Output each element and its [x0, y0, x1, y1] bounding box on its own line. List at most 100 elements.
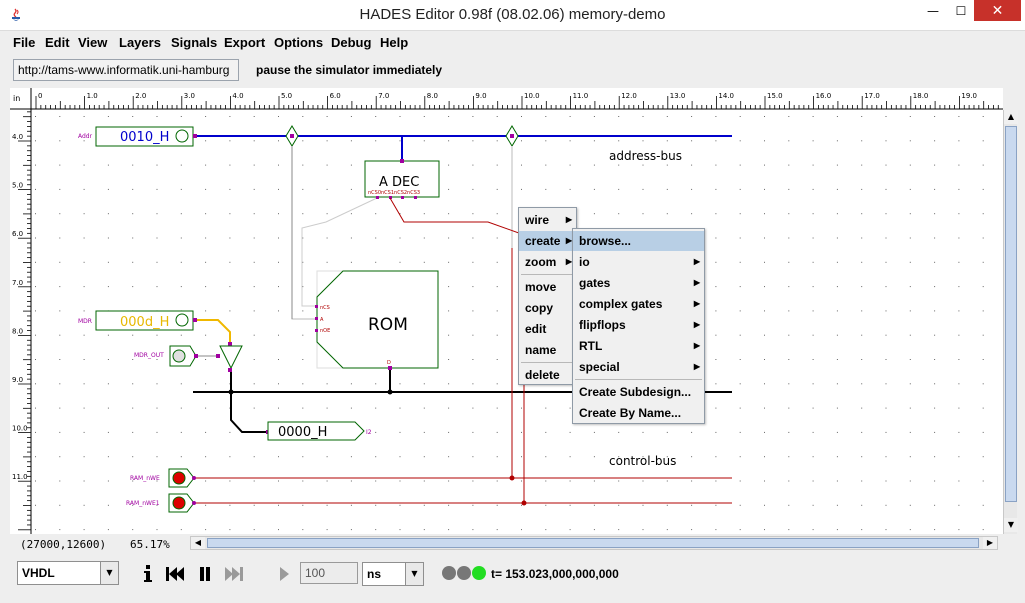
- context-item-create-label: create: [525, 234, 561, 248]
- close-button[interactable]: ✕: [974, 0, 1021, 21]
- mdr-label: MDR: [78, 318, 92, 325]
- context-item-delete[interactable]: delete: [525, 368, 560, 382]
- mdr-value: 000d_H: [120, 315, 169, 330]
- menu-export[interactable]: Export: [224, 35, 266, 50]
- ram-nwe1-switch[interactable]: RAM_nWE1: [126, 493, 196, 513]
- url-field[interactable]: http://tams-www.informatik.uni-hamburg: [13, 59, 239, 81]
- scroll-down-icon[interactable]: ▼: [1004, 518, 1018, 532]
- scroll-up-icon[interactable]: ▲: [1004, 110, 1018, 124]
- create-item-io[interactable]: io▶: [573, 252, 704, 272]
- minimize-button[interactable]: —: [927, 3, 939, 18]
- horizontal-scrollbar[interactable]: ◀ ▶: [190, 536, 998, 550]
- zoom-level: 65.17%: [130, 538, 170, 551]
- menu-layers[interactable]: Layers: [119, 35, 161, 50]
- top-ruler-label: 6.0: [330, 92, 341, 100]
- context-item-edit[interactable]: edit: [525, 322, 547, 336]
- addr-input-switch[interactable]: Addr 0010_H: [78, 126, 197, 147]
- mdr-wire[interactable]: [197, 319, 231, 344]
- left-ruler-label: 6.0: [12, 230, 23, 238]
- output-pin-label: I2: [366, 429, 372, 436]
- cursor-coords: (27000,12600): [20, 538, 107, 551]
- info-icon[interactable]: [138, 564, 158, 584]
- create-item-browse[interactable]: browse...: [573, 231, 704, 251]
- hint-text: pause the simulator immediately: [256, 63, 443, 77]
- create-item-special[interactable]: special▶: [573, 357, 704, 377]
- chevron-down-icon[interactable]: ▼: [405, 563, 423, 585]
- menu-signals[interactable]: Signals: [171, 35, 218, 50]
- create-item-complex-gates[interactable]: complex gates▶: [573, 294, 704, 314]
- top-ruler-label: 10.0: [524, 92, 540, 100]
- context-item-wire-label: wire: [525, 213, 550, 227]
- adec-label: A DEC: [379, 175, 419, 190]
- menu-separator: [575, 379, 702, 380]
- fast-forward-icon[interactable]: [224, 564, 244, 584]
- create-item-subdesign[interactable]: Create Subdesign...: [579, 385, 692, 399]
- display-wire[interactable]: [230, 392, 266, 433]
- mdr-input-switch[interactable]: MDR 000d_H: [78, 310, 197, 331]
- adec-cs-wire[interactable]: [389, 197, 531, 248]
- context-item-move[interactable]: move: [525, 280, 557, 294]
- create-item-rtl[interactable]: RTL▶: [573, 336, 704, 356]
- mdr-out-switch[interactable]: MDR_OUT: [134, 345, 198, 367]
- context-item-copy[interactable]: copy: [525, 301, 554, 315]
- context-item-name[interactable]: name: [525, 343, 557, 357]
- addr-label: Addr: [78, 133, 93, 140]
- adec-pins: nCS0nCS1nCS2nCS3: [368, 190, 420, 196]
- create-item-by-name[interactable]: Create By Name...: [579, 406, 682, 420]
- language-select[interactable]: VHDL ▼: [17, 561, 119, 585]
- menu-debug[interactable]: Debug: [331, 35, 372, 50]
- rewind-icon[interactable]: [165, 564, 185, 584]
- pause-icon[interactable]: [195, 564, 215, 584]
- create-item-gates[interactable]: gates▶: [573, 273, 704, 293]
- menu-file[interactable]: File: [13, 35, 36, 50]
- top-ruler: [10, 88, 1003, 109]
- context-item-create[interactable]: create ▶: [519, 231, 576, 251]
- step-value-input[interactable]: 100: [300, 562, 358, 584]
- context-item-wire[interactable]: wire▶: [519, 210, 576, 230]
- adec-component[interactable]: A DEC nCS0nCS1nCS2nCS3: [364, 159, 440, 199]
- rom-pin-oe: nOE: [320, 328, 330, 334]
- context-item-zoom[interactable]: zoom▶: [519, 252, 576, 272]
- menu-options[interactable]: Options: [274, 35, 324, 50]
- submenu-arrow-icon: ▶: [565, 257, 572, 266]
- vertical-scrollbar[interactable]: ▲ ▼: [1003, 110, 1018, 534]
- bus-tap-right[interactable]: [505, 125, 519, 147]
- rom-address-wire[interactable]: [291, 146, 317, 320]
- submenu-arrow-icon: ▶: [565, 236, 572, 245]
- adec-rom-cs-wire[interactable]: [301, 197, 378, 307]
- status-row: http://tams-www.informatik.uni-hamburg p…: [0, 53, 1025, 86]
- create-item-flipflops-label: flipflops: [579, 318, 626, 332]
- tristate-buffer[interactable]: [216, 342, 243, 372]
- ram-nwe-switch[interactable]: RAM_nWE: [130, 468, 196, 488]
- rom-pin-d: D: [387, 360, 391, 366]
- bus-tap-left[interactable]: [285, 125, 299, 147]
- menu-view[interactable]: View: [78, 35, 108, 50]
- ram-nwe-label: RAM_nWE: [130, 475, 160, 482]
- top-ruler-label: 13.0: [670, 92, 686, 100]
- top-ruler-label: 19.0: [961, 92, 977, 100]
- maximize-button[interactable]: ☐: [955, 3, 967, 18]
- addr-value: 0010_H: [120, 130, 169, 145]
- chevron-down-icon[interactable]: ▼: [100, 562, 118, 584]
- menu-help[interactable]: Help: [380, 35, 409, 50]
- ruler-unit: in: [13, 94, 20, 103]
- scroll-right-icon[interactable]: ▶: [983, 537, 997, 549]
- output-display[interactable]: 0000_H I2: [266, 421, 372, 441]
- top-ruler-label: 12.0: [621, 92, 637, 100]
- top-ruler-label: 15.0: [767, 92, 783, 100]
- time-unit-select[interactable]: ns ▼: [362, 562, 424, 586]
- top-ruler-label: 9.0: [475, 92, 486, 100]
- language-value: VHDL: [22, 566, 55, 580]
- play-icon[interactable]: [274, 564, 294, 584]
- rom-component[interactable]: ROM nCS A nOE D: [315, 270, 439, 370]
- time-unit-value: ns: [367, 567, 382, 581]
- vertical-scroll-thumb[interactable]: [1005, 126, 1017, 502]
- top-ruler-label: 5.0: [281, 92, 292, 100]
- left-ruler-label: 9.0: [12, 376, 23, 384]
- create-item-flipflops[interactable]: flipflops▶: [573, 315, 704, 335]
- scroll-left-icon[interactable]: ◀: [191, 537, 205, 549]
- menu-edit[interactable]: Edit: [45, 35, 70, 50]
- horizontal-scroll-thumb[interactable]: [207, 538, 979, 548]
